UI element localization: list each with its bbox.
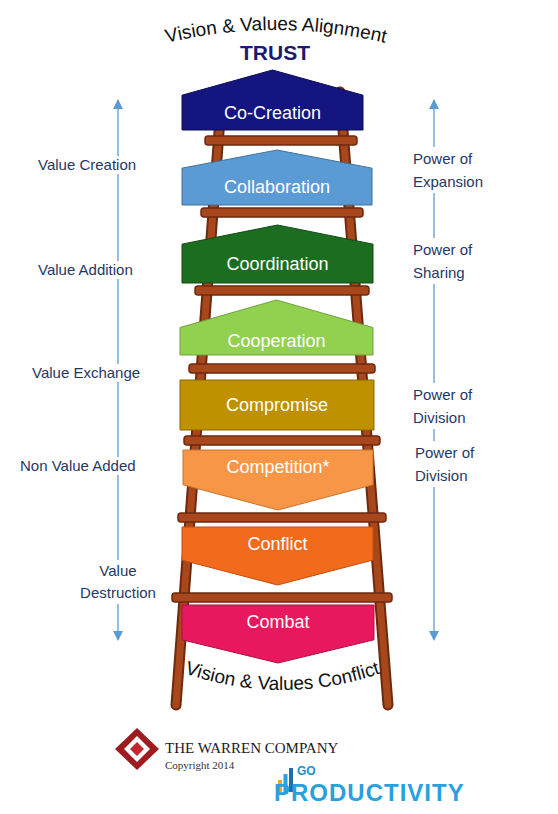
copyright-note: Copyright 2014 bbox=[165, 759, 285, 772]
step-outline bbox=[182, 225, 373, 283]
ladder-step: Collaboration bbox=[182, 150, 372, 205]
step-label: Competition* bbox=[226, 456, 329, 478]
step-outline bbox=[182, 70, 363, 130]
step-outline bbox=[180, 380, 374, 430]
ladder-rung bbox=[189, 364, 375, 373]
logo-diamond bbox=[130, 742, 144, 756]
ladder-step: Coordination bbox=[182, 225, 373, 283]
value-label: Value Addition bbox=[38, 261, 133, 279]
step-label: Combat bbox=[246, 611, 309, 633]
ladder-rungs bbox=[172, 136, 392, 602]
step-label: Compromise bbox=[226, 394, 328, 416]
company-name: THE WARREN COMPANY bbox=[165, 739, 395, 757]
ladder-rung bbox=[195, 286, 369, 295]
value-label: Non Value Added bbox=[20, 457, 136, 475]
step-outline bbox=[180, 300, 373, 355]
ladder-step: Conflict bbox=[182, 527, 373, 585]
company-logo bbox=[115, 728, 159, 770]
value-label: Value Creation bbox=[38, 156, 136, 174]
logo-diamond bbox=[115, 728, 159, 770]
power-label: Power of Expansion bbox=[413, 147, 513, 193]
power-label: Power of Division bbox=[413, 383, 513, 429]
ladder-rung bbox=[178, 513, 386, 522]
step-label: Conflict bbox=[247, 533, 307, 555]
ladder-rung bbox=[172, 593, 392, 602]
ladder-step: Cooperation bbox=[180, 300, 373, 355]
ladder-rung bbox=[184, 436, 380, 445]
value-label: Value Destruction bbox=[73, 560, 163, 604]
step-label: Co-Creation bbox=[224, 102, 321, 124]
ladder-rung bbox=[201, 208, 363, 217]
logo-word: GO bbox=[297, 764, 337, 778]
ladder-rung bbox=[205, 136, 357, 145]
power-label: Power of Division bbox=[415, 441, 515, 487]
step-outline bbox=[182, 527, 373, 585]
step-label: Cooperation bbox=[227, 330, 325, 352]
arc-footer: Vision & Values Conflict bbox=[183, 657, 383, 694]
step-outline bbox=[182, 150, 372, 205]
ladder-step: Competition* bbox=[183, 450, 373, 510]
step-label: Coordination bbox=[226, 253, 328, 275]
ladder-step: Co-Creation bbox=[182, 70, 363, 130]
step-label: Collaboration bbox=[224, 176, 330, 198]
ladder-step: Compromise bbox=[180, 380, 374, 430]
value-label: Value Exchange bbox=[32, 364, 140, 382]
power-label: Power of Sharing bbox=[413, 238, 513, 284]
ladder-step: Combat bbox=[182, 605, 374, 663]
logo-diamond bbox=[124, 736, 150, 762]
step-outline bbox=[182, 605, 374, 663]
step-outline bbox=[183, 450, 373, 510]
logo-word: PRODUCTIVITY bbox=[274, 778, 504, 807]
trust-label: TRUST bbox=[225, 40, 325, 65]
